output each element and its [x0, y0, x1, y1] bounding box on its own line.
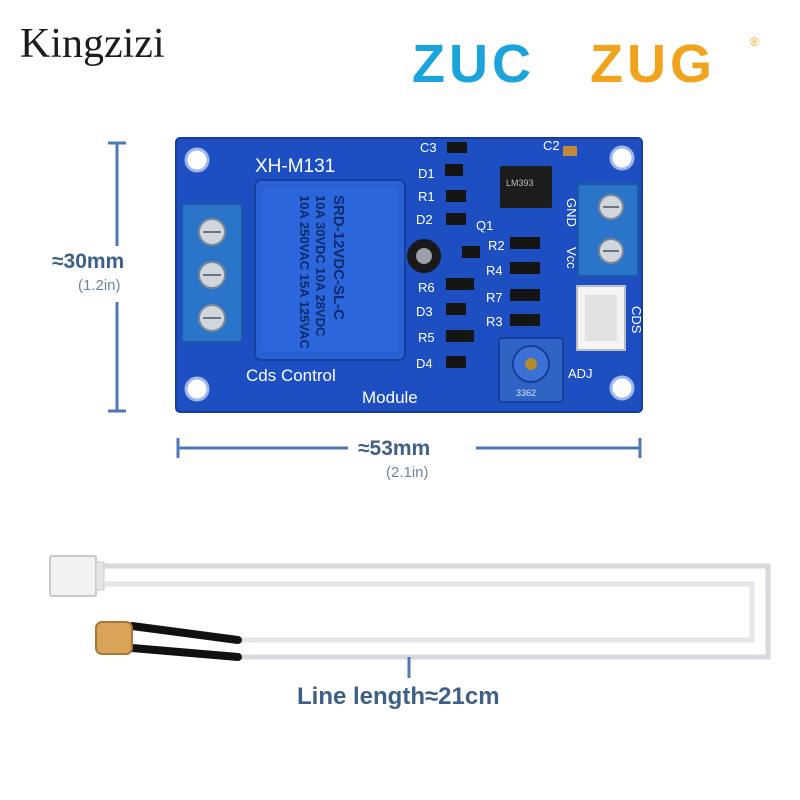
mounting-hole: [184, 147, 210, 173]
sensor-cable: [49, 555, 771, 678]
height-dimension-line: [108, 141, 126, 413]
label-cds: CDS: [629, 306, 644, 334]
relay: 10A 250VAC 15A 125VAC 10A 30VDC 10A 28VD…: [254, 179, 406, 361]
potentiometer: 3362: [498, 337, 564, 403]
board-title-2: Module: [362, 388, 418, 407]
mounting-hole: [184, 376, 210, 402]
label-d1: D1: [418, 166, 435, 181]
label-gnd: GND: [564, 198, 579, 227]
brand-zuc: ZUC: [412, 34, 535, 94]
label-r2: R2: [488, 238, 505, 253]
label-adj: ADJ: [568, 366, 593, 381]
label-q1: Q1: [476, 218, 493, 233]
width-dimension-line: [176, 438, 642, 458]
height-mm-label: ≈30mm: [52, 250, 125, 273]
cable-plug: [49, 555, 97, 597]
relay-text-2: 10A 30VDC 10A 28VDC: [313, 195, 328, 337]
brand-zug: ZUG: [590, 34, 716, 94]
terminal-block-right: [577, 183, 639, 277]
label-c3: C3: [420, 140, 437, 155]
label-r5: R5: [418, 330, 435, 345]
relay-text-3: SRD-12VDC-SL-C: [330, 195, 347, 320]
label-r3: R3: [486, 314, 503, 329]
label-d2: D2: [416, 212, 433, 227]
label-r6: R6: [418, 280, 435, 295]
pot-text: 3362: [516, 388, 536, 398]
line-length-label: Line length≈21cm: [297, 683, 500, 710]
label-vcc: Vcc: [564, 247, 579, 269]
terminal-block-left: [181, 203, 243, 343]
cds-connector: [576, 285, 626, 351]
registered-mark: ®: [750, 35, 759, 49]
board-title-1: Cds Control: [246, 366, 336, 385]
width-in-label: (2.1in): [386, 464, 429, 481]
label-d3: D3: [416, 304, 433, 319]
height-in-label: (1.2in): [78, 277, 121, 294]
brand-zuczug-logo: ZUC ZUG ®: [412, 34, 759, 94]
relay-text-1: 10A 250VAC 15A 125VAC: [297, 195, 312, 350]
smd-components: [445, 142, 577, 368]
label-r7: R7: [486, 290, 503, 305]
board-model: XH-M131: [255, 156, 335, 177]
label-d4: D4: [416, 356, 433, 371]
ic-chip: LM393: [500, 166, 552, 208]
label-r1: R1: [418, 189, 435, 204]
mounting-hole: [609, 375, 635, 401]
label-r4: R4: [486, 263, 503, 278]
photoresistor: [95, 621, 133, 655]
label-c2: C2: [543, 138, 560, 153]
width-mm-label: ≈53mm: [358, 437, 431, 460]
chip-text: LM393: [506, 178, 534, 188]
electrolytic-capacitor: [407, 239, 441, 273]
mounting-hole: [609, 145, 635, 171]
pcb-board: 10A 250VAC 15A 125VAC 10A 30VDC 10A 28VD…: [175, 137, 644, 413]
brand-kingzizi: Kingzizi: [20, 21, 165, 67]
